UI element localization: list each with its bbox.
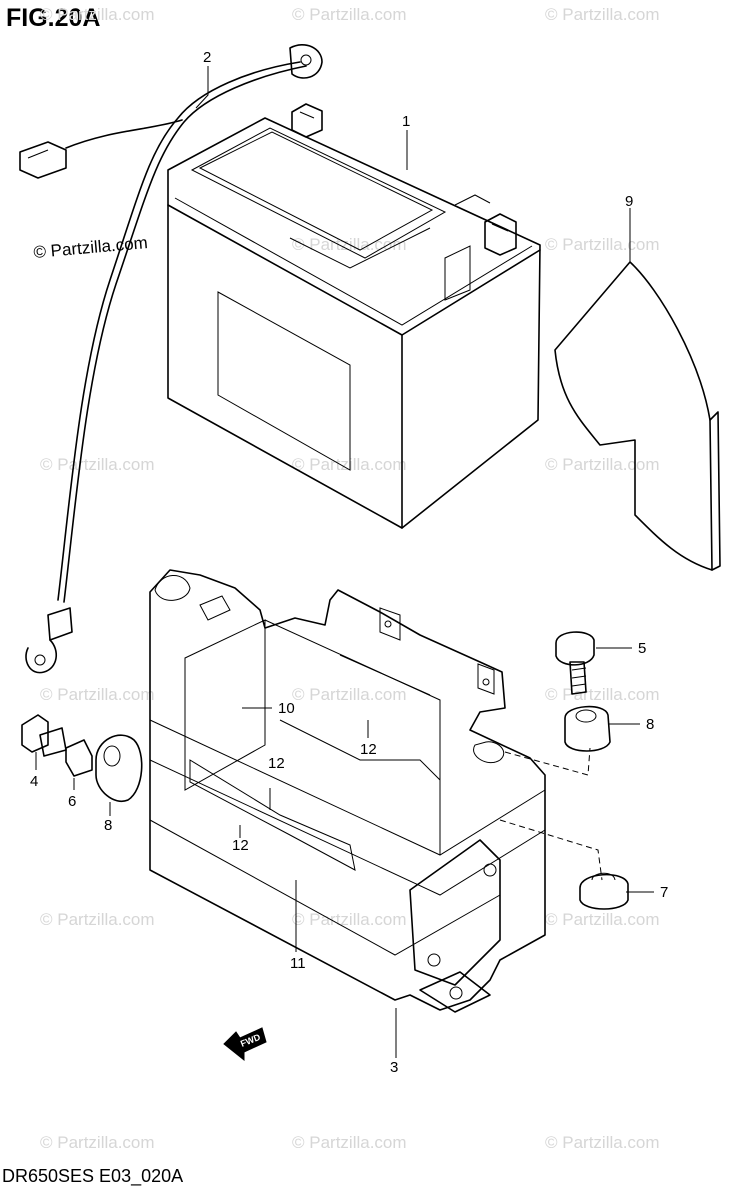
callout-numbers: 1 2 3 4 5 6 7 8 8 9 10 11 12 12 12 <box>30 49 668 1076</box>
callout-6: 6 <box>68 793 76 810</box>
callout-2: 2 <box>203 49 211 66</box>
callout-9: 9 <box>625 193 633 210</box>
battery-case-drawing <box>149 569 546 1013</box>
callout-7: 7 <box>660 884 668 901</box>
leader-lines <box>35 66 654 1058</box>
watermark-text: © Partzilla.com <box>40 910 155 929</box>
callout-8: 8 <box>646 716 654 733</box>
figure-code: DR650SES E03_020A <box>2 1166 184 1186</box>
callout-8: 8 <box>104 817 112 834</box>
watermark-text: © Partzilla.com <box>545 685 660 704</box>
watermark-text: © Partzilla.com <box>292 455 407 474</box>
callout-11: 11 <box>290 955 306 972</box>
watermark-text: © Partzilla.com <box>40 685 155 704</box>
watermark-text: © Partzilla.com <box>545 235 660 254</box>
watermark-text: © Partzilla.com <box>40 5 155 24</box>
watermark-text: © Partzilla.com <box>292 5 407 24</box>
callout-3: 3 <box>390 1059 398 1076</box>
battery-drawing <box>167 103 541 529</box>
watermark-text: © Partzilla.com <box>40 455 155 474</box>
fwd-arrow: FWD <box>223 1027 267 1062</box>
watermark-text: © Partzilla.com <box>545 455 660 474</box>
watermark-text: © Partzilla.com <box>292 1133 407 1152</box>
callout-12: 12 <box>232 837 249 854</box>
watermark-text: © Partzilla.com <box>292 685 407 704</box>
plate-drawing <box>554 261 721 571</box>
figure-title: FIG.20A <box>6 4 101 32</box>
watermark-layer: © Partzilla.com © Partzilla.com © Partzi… <box>33 5 660 1152</box>
callout-4: 4 <box>30 773 38 790</box>
watermark-text: © Partzilla.com <box>545 5 660 24</box>
watermark-text: © Partzilla.com <box>545 1133 660 1152</box>
callout-5: 5 <box>638 640 646 657</box>
watermark-text: © Partzilla.com <box>292 910 407 929</box>
fastener-parts-drawing <box>21 631 629 910</box>
callout-12: 12 <box>360 741 377 758</box>
watermark-text: © Partzilla.com <box>40 1133 155 1152</box>
callout-1: 1 <box>402 113 410 130</box>
watermark-text: © Partzilla.com <box>545 910 660 929</box>
callout-10: 10 <box>278 700 295 717</box>
callout-12: 12 <box>268 755 285 772</box>
battery-cable-drawing <box>19 44 323 674</box>
